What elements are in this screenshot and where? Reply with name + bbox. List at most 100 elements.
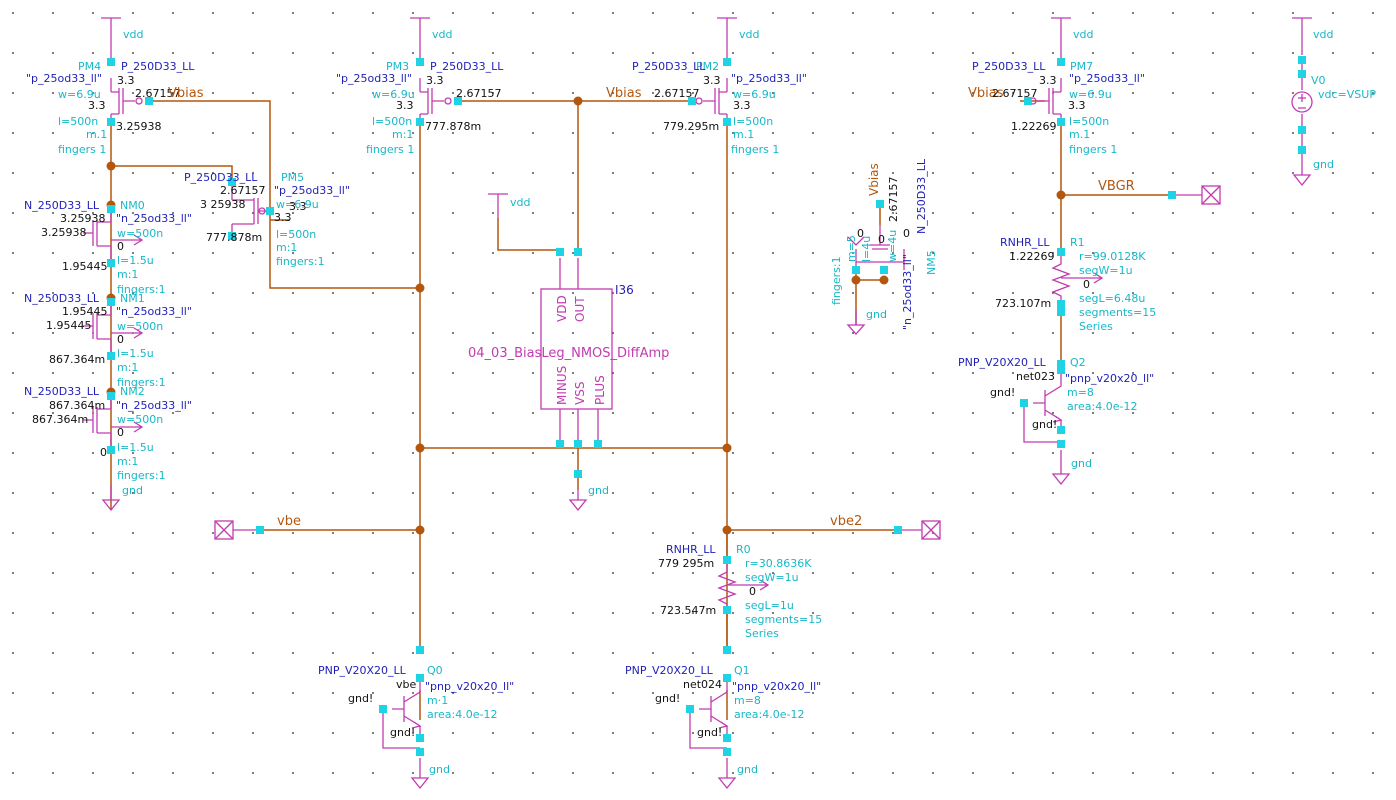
- vb-value: 0: [117, 240, 124, 253]
- transistor-pm2[interactable]: PM2 P_250D33_LL 3.3 "p_25od33_ll" 2.6715…: [632, 58, 807, 156]
- m-param: m.1: [86, 128, 107, 141]
- bjt-q2[interactable]: PNP_V20X20_LL Q2 net023 "pnp_v20x20_ll" …: [958, 356, 1154, 448]
- instance-name: V0: [1311, 74, 1326, 87]
- fingers-param: fingers:1: [117, 376, 166, 389]
- port-vbe[interactable]: vbe: [214, 514, 301, 540]
- fingers-param: fingers:1: [117, 469, 166, 482]
- pin-minus: MINUS: [555, 366, 569, 405]
- l-param: l=1.5u: [117, 254, 154, 267]
- instance-name: PM7: [1070, 60, 1093, 73]
- model-name: P_250D33_LL: [430, 60, 504, 73]
- instance-name: PM4: [78, 60, 101, 73]
- vbias-net-label: Vbias: [968, 86, 1004, 101]
- w-param: w=500n: [117, 227, 163, 240]
- vs-value: 867.364m: [49, 353, 105, 366]
- port-vbgr[interactable]: VBGR: [1098, 179, 1221, 205]
- bjt-q0[interactable]: PNP_V20X20_LL Q0 vbe "pnp_v20x20_ll" gnd…: [318, 664, 514, 756]
- net-label: vbe: [396, 678, 416, 691]
- m-param: m.1: [733, 128, 754, 141]
- fingers-param: fingers 1: [366, 143, 414, 156]
- vb-value: 0: [903, 227, 910, 240]
- bjt-q1[interactable]: PNP_V20X20_LL Q1 net024 "pnp_v20x20_ll" …: [625, 664, 821, 756]
- transistor-nm1[interactable]: N_250D33_LL NM1 1.95445 "n_25od33_ll" 1.…: [24, 292, 192, 389]
- vbot-value: 723.547m: [660, 604, 716, 617]
- transistor-pm5[interactable]: P_250D33_LL PM5 2.67157 "p_25od33_ll" 3 …: [184, 171, 350, 268]
- model-name: PNP_V20X20_LL: [625, 664, 714, 677]
- model-name: P_250D33_LL: [121, 60, 195, 73]
- vbot-value: 723.107m: [995, 297, 1051, 310]
- model-name: PNP_V20X20_LL: [318, 664, 407, 677]
- segments-param: segments=15: [745, 613, 822, 626]
- fingers-param: fingers:1: [276, 255, 325, 268]
- transistor-pm4[interactable]: PM4 P_250D33_LL "p_25od33_ll" 3.3 2.6715…: [26, 58, 195, 156]
- vdd-symbol-v0: [1292, 17, 1312, 55]
- vd-value: 3.25938: [116, 120, 162, 133]
- resistor-r1[interactable]: RNHR_LL R1 1.22269 r=99.0128K segW=1u 0 …: [995, 236, 1156, 333]
- cell-name: "pnp_v20x20_ll": [1065, 372, 1154, 385]
- pin-plus: PLUS: [593, 375, 607, 405]
- m-param: m.1: [1069, 128, 1090, 141]
- wire-pins: [416, 308, 1065, 654]
- cell-name: "n_25od33_ll": [116, 305, 192, 318]
- vb-value: 3.3: [733, 99, 751, 112]
- diffamp-i36[interactable]: I36 04_03_BiasLeg_NMOS_DiffAmp VDD OUT M…: [468, 248, 669, 478]
- w-param: w=500n: [117, 320, 163, 333]
- vdd-symbol-pm2: [717, 17, 737, 60]
- r-param: r=30.8636K: [745, 557, 812, 570]
- vb-value: 3.3: [88, 99, 106, 112]
- model-name: N_250D33_LL: [915, 158, 928, 234]
- l-param: l=500n: [1069, 115, 1109, 128]
- m-param: m=8: [734, 694, 761, 707]
- instance-name: NM0: [120, 199, 145, 212]
- segl-param: segL=6.48u: [1079, 292, 1145, 305]
- transistor-nm0[interactable]: N_250D33_LL NM0 3.25938 "n_25od33_ll" 3.…: [24, 199, 192, 296]
- series-param: Series: [745, 627, 779, 640]
- vd-value: 779.295m: [663, 120, 719, 133]
- gnd-bang: gnd!: [655, 692, 680, 705]
- l-param: l=4u: [860, 236, 873, 262]
- l-param: l=500n: [58, 115, 98, 128]
- cell-name: "p_25od33_ll": [1069, 72, 1145, 85]
- vbias-net-label: Vbias: [168, 86, 204, 101]
- vd-value: 2.67157: [887, 177, 900, 223]
- instance-name: Q0: [427, 664, 443, 677]
- m-param: m:1: [117, 455, 138, 468]
- net-label: net023: [1016, 370, 1055, 383]
- resistor-r0[interactable]: RNHR_LL R0 779 295m r=30.8636K segW=1u 0…: [658, 543, 822, 640]
- vbias-net-label: Vbias: [606, 86, 642, 101]
- transistor-nm5[interactable]: Vbias 2.67157 N_250D33_LL 0 0 0 fingers:…: [830, 158, 938, 330]
- instance-name: Q2: [1070, 356, 1086, 369]
- gnd-bang: gnd!: [390, 726, 415, 739]
- vd-value: 867.364m: [49, 399, 105, 412]
- area-param: area:4.0e-12: [1067, 400, 1137, 413]
- transistor-pm3[interactable]: PM3 P_250D33_LL "p_25od33_ll" 3.3 2.6715…: [336, 58, 504, 156]
- port-vbe2[interactable]: vbe2: [830, 514, 941, 540]
- gnd-label: gnd: [588, 484, 609, 497]
- vsource-v0[interactable]: V0 vdc=VSUP: [1291, 56, 1376, 154]
- transistor-pm7[interactable]: PM7 P_250D33_LL 3.3 "p_25od33_ll" Vbias …: [968, 58, 1145, 156]
- vb-value: 0: [117, 333, 124, 346]
- vs-value: 0: [878, 233, 885, 246]
- pin-out: OUT: [573, 296, 587, 322]
- pin-vss: VSS: [573, 382, 587, 405]
- w-param: w=6.9u: [276, 198, 319, 211]
- w-param: w=6.9u: [733, 88, 776, 101]
- net-label: vbe2: [830, 514, 862, 529]
- transistor-nm2[interactable]: N_250D33_LL NM2 867.364m "n_25od33_ll" 8…: [24, 385, 192, 482]
- cell-name: "p_25od33_ll": [731, 72, 807, 85]
- vdc-param: vdc=VSUP: [1318, 88, 1376, 101]
- vs-value: 3 25938: [200, 198, 246, 211]
- gnd-label: gnd: [1071, 457, 1092, 470]
- gnd-bang: gnd!: [348, 692, 373, 705]
- w-param: w=4u: [886, 230, 899, 262]
- fingers-param: fingers 1: [1069, 143, 1117, 156]
- fingers-param: fingers 1: [58, 143, 106, 156]
- m-param: m:1: [276, 241, 297, 254]
- cell-name: "p_25od33_ll": [274, 184, 350, 197]
- vg-value: 2.67157: [992, 87, 1038, 100]
- gnd-label: gnd: [122, 484, 143, 497]
- model-name: RNHR_LL: [1000, 236, 1050, 249]
- vdd-label: vdd: [432, 28, 452, 41]
- w-param: w=6.9u: [58, 88, 101, 101]
